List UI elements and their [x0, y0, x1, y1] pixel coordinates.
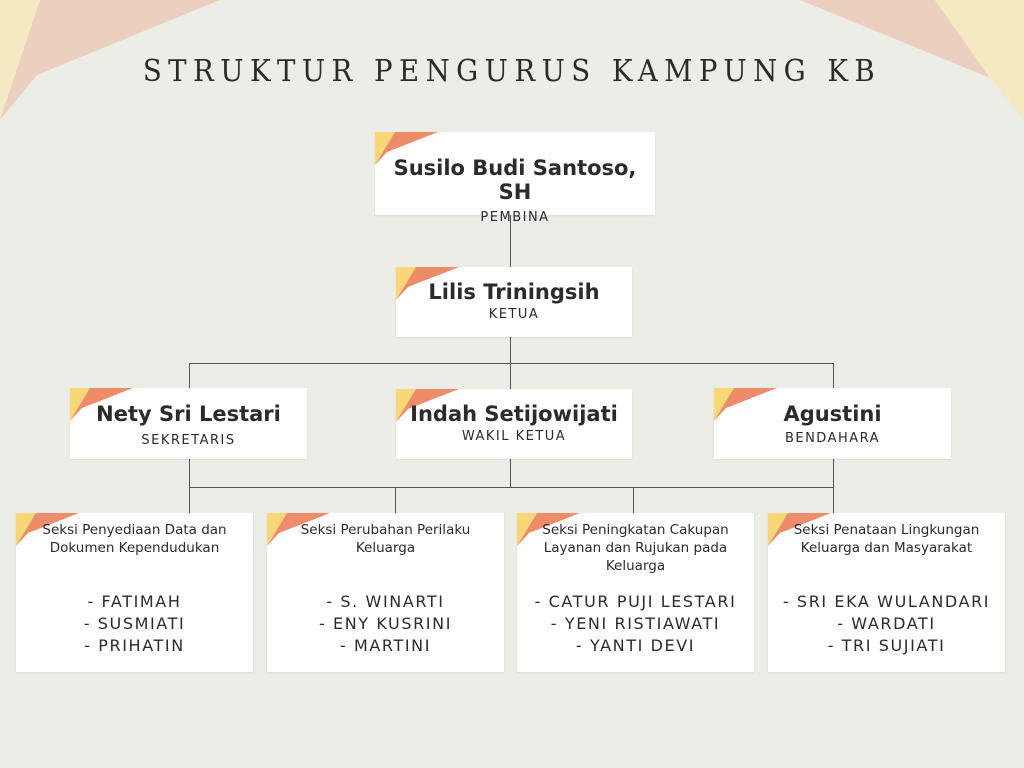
card-bendahara: Agustini BENDAHARA: [714, 388, 951, 459]
seksi-member: - MARTINI: [339, 636, 432, 655]
page-title: STRUKTUR PENGURUS KAMPUNG KB: [142, 54, 882, 89]
seksi-title: Seksi Penataan Lingkungan Keluarga dan M…: [793, 522, 980, 556]
connector-line: [189, 363, 190, 388]
connector-line: [510, 459, 511, 487]
card-pembina: Susilo Budi Santoso, SH PEMBINA: [375, 132, 655, 225]
seksi-title: Seksi Penyediaan Data dan Dokumen Kepend…: [42, 522, 227, 556]
connector-line: [633, 487, 634, 513]
corner-accent-icon: [16, 513, 79, 546]
card-seksi: Seksi Penataan Lingkungan Keluarga dan M…: [768, 513, 1005, 672]
member-role: PEMBINA: [480, 210, 550, 225]
seksi-member: - SRI EKA WULANDARI: [782, 592, 991, 611]
corner-accent-icon: [768, 513, 831, 546]
seksi-member: - YANTI DEVI: [575, 636, 696, 655]
member-role: SEKRETARIS: [141, 433, 236, 448]
connector-line: [189, 487, 834, 488]
connector-line: [395, 487, 396, 513]
member-name: Agustini: [783, 402, 882, 426]
member-role: WAKIL KETUA: [461, 429, 567, 444]
seksi-member: - ENY KUSRINI: [318, 614, 453, 633]
member-role: BENDAHARA: [784, 431, 881, 446]
seksi-member: - CATUR PUJI LESTARI: [534, 592, 737, 611]
connector-line: [833, 487, 834, 513]
connector-line: [189, 459, 190, 487]
connector-line: [189, 363, 834, 364]
connector-line: [189, 487, 190, 513]
member-role: KETUA: [488, 307, 540, 322]
card-sekretaris: Nety Sri Lestari SEKRETARIS: [70, 388, 307, 459]
card-wakil-ketua: Indah Setijowijati WAKIL KETUA: [396, 389, 632, 459]
corner-accent-icon: [267, 513, 330, 546]
seksi-member: - FATIMAH: [87, 592, 182, 611]
connector-line: [833, 459, 834, 487]
connector-line: [510, 337, 511, 363]
member-name: Nety Sri Lestari: [96, 402, 281, 426]
seksi-title: Seksi Perubahan Perilaku Keluarga: [300, 522, 471, 556]
card-ketua: Lilis Triningsih KETUA: [396, 267, 632, 337]
member-name: Susilo Budi Santoso, SH: [393, 156, 637, 204]
card-seksi: Seksi Penyediaan Data dan Dokumen Kepend…: [16, 513, 253, 672]
card-seksi: Seksi Perubahan Perilaku Keluarga - S. W…: [267, 513, 504, 672]
connector-line: [510, 363, 511, 389]
corner-accent-icon: [375, 132, 438, 165]
seksi-member: - WARDATI: [837, 614, 936, 633]
corner-accent-icon: [396, 267, 459, 300]
seksi-member: - SUSMIATI: [83, 614, 186, 633]
seksi-member: - PRIHATIN: [84, 636, 185, 655]
corner-accent-icon: [396, 389, 459, 422]
corner-accent-icon: [70, 388, 133, 421]
connector-line: [510, 215, 511, 267]
corner-accent-icon: [517, 513, 580, 546]
seksi-member: - TRI SUJIATI: [827, 636, 946, 655]
seksi-member: - YENI RISTIAWATI: [550, 614, 721, 633]
corner-accent-icon: [714, 388, 777, 421]
seksi-title: Seksi Peningkatan Cakupan Layanan dan Ru…: [542, 522, 729, 574]
member-name: Indah Setijowijati: [410, 402, 618, 426]
seksi-member: - S. WINARTI: [326, 592, 445, 611]
card-seksi: Seksi Peningkatan Cakupan Layanan dan Ru…: [517, 513, 754, 672]
connector-line: [833, 363, 834, 388]
member-name: Lilis Triningsih: [428, 280, 600, 304]
